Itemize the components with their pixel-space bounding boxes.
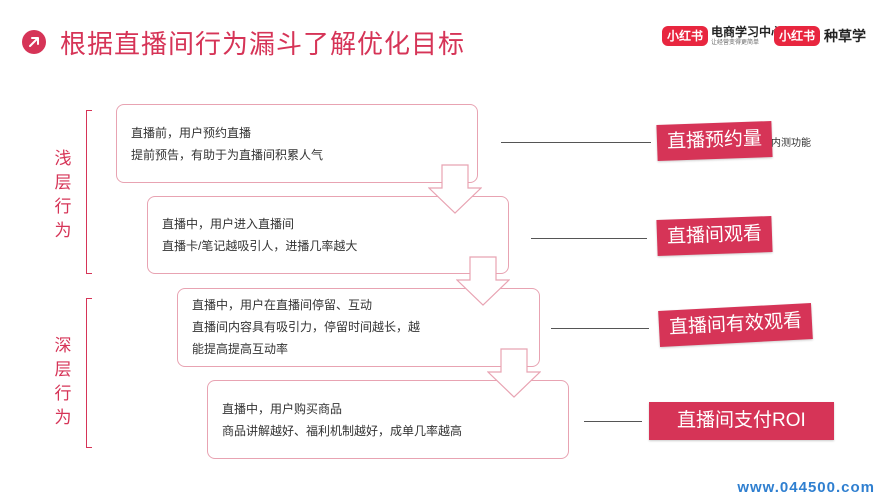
- metric-tag-reservations: 直播预约量: [656, 121, 773, 161]
- group-label-shallow: 浅层行为: [54, 149, 72, 240]
- brand-text: 电商学习中心 让经营变得更简单: [711, 26, 783, 46]
- brand-name: 种草学: [824, 28, 867, 44]
- down-arrow-icon: [456, 256, 510, 306]
- metric-tag-payment-roi: 直播间支付ROI: [649, 402, 834, 440]
- brand-zhongcao: 小红书 种草学: [774, 24, 866, 48]
- watermark: www.044500.com: [737, 479, 875, 496]
- funnel-step-reservation: 直播前，用户预约直播 提前预告，有助于为直播间积累人气: [116, 104, 478, 183]
- beta-note: 内测功能: [771, 138, 811, 149]
- arrow-up-right-glyph: [29, 37, 39, 47]
- step-text-line: 直播卡/笔记越吸引人，进播几率越大: [162, 239, 358, 253]
- step-text-line: 能提高提高互动率: [192, 342, 289, 356]
- brand-ecommerce-center: 小红书 电商学习中心 让经营变得更简单: [662, 24, 783, 48]
- brand-logo-pill: 小红书: [662, 26, 709, 46]
- funnel-step-purchase: 直播中，用户购买商品 商品讲解越好、福利机制越好，成单几率越高: [207, 380, 569, 459]
- step-text-line: 直播中，用户进入直播间: [162, 217, 295, 231]
- brand-name: 电商学习中心: [711, 25, 784, 39]
- down-arrow-icon: [487, 348, 541, 398]
- step-text-line: 直播间内容具有吸引力，停留时间越长，越: [192, 320, 421, 334]
- step-text-line: 直播中，用户在直播间停留、互动: [192, 298, 373, 312]
- group-bracket-deep: [86, 298, 92, 448]
- metric-tag-views: 直播间观看: [656, 216, 773, 256]
- connector-line: [501, 142, 651, 143]
- step-text-line: 商品讲解越好、福利机制越好，成单几率越高: [222, 424, 463, 438]
- connector-line: [531, 238, 647, 239]
- step-text-line: 提前预告，有助于为直播间积累人气: [131, 148, 324, 162]
- step-text-line: 直播中，用户购买商品: [222, 402, 343, 416]
- step-text-line: 直播前，用户预约直播: [131, 126, 252, 140]
- connector-line: [551, 328, 649, 329]
- connector-line: [584, 421, 642, 422]
- brand-tagline: 让经营变得更简单: [711, 40, 760, 46]
- metric-tag-effective-views: 直播间有效观看: [658, 303, 813, 347]
- down-arrow-icon: [428, 164, 482, 214]
- group-label-deep: 深层行为: [54, 336, 72, 427]
- page-title: 根据直播间行为漏斗了解优化目标: [60, 29, 466, 59]
- funnel-step-enter: 直播中，用户进入直播间 直播卡/笔记越吸引人，进播几率越大: [147, 196, 509, 274]
- arrow-up-right-icon: [22, 30, 46, 54]
- brand-logo-pill: 小红书: [774, 26, 821, 46]
- group-bracket-shallow: [86, 110, 92, 274]
